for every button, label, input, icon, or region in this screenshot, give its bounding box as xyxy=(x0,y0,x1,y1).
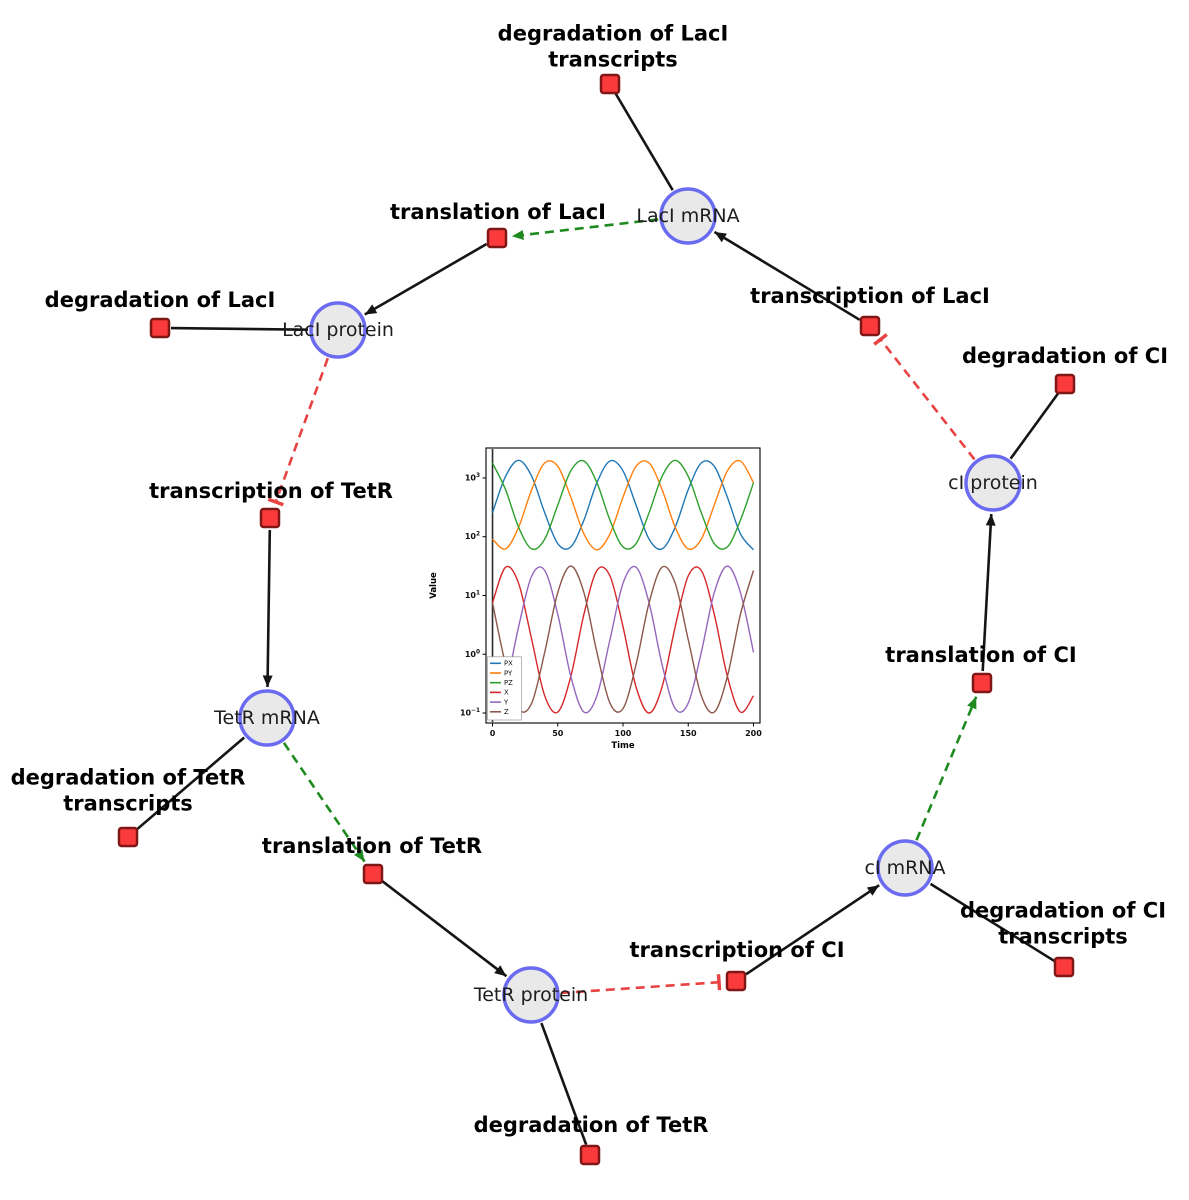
species-node-laci_protein xyxy=(309,301,367,359)
reaction-node-deg_laci_tr xyxy=(599,73,621,95)
edge-ci_protein--deg_ci xyxy=(1009,392,1060,460)
axis-ticks: 10−1 100 101 102 103 0 50 100 150 200 xyxy=(460,473,762,738)
y-tick-label: 102 xyxy=(465,532,480,542)
reaction-node-deg_tetr xyxy=(579,1144,601,1166)
legend-entry-Y: Y xyxy=(503,698,509,706)
series-PY xyxy=(492,459,755,551)
legend-entry-X: X xyxy=(504,689,509,697)
edge-laci_mrna--transl_laci xyxy=(511,218,659,240)
x-tick-label: 0 xyxy=(490,729,496,738)
reaction-node-transc_ci xyxy=(725,970,747,992)
edge-transc_laci--laci_mrna xyxy=(713,230,861,321)
edge-ci_mrna--deg_ci_tr xyxy=(929,882,1056,963)
reaction-node-deg_ci xyxy=(1054,373,1076,395)
edge-tetr_mrna--transl_tetr xyxy=(282,742,366,863)
y-tick-label: 100 xyxy=(465,649,480,659)
reaction-node-deg_laci xyxy=(149,317,171,339)
x-tick-label: 100 xyxy=(615,729,632,738)
series-PZ xyxy=(491,459,755,551)
legend-entry-PY: PY xyxy=(504,669,513,677)
x-tick-label: 50 xyxy=(552,729,564,738)
y-tick-label: 101 xyxy=(465,590,480,600)
species-node-ci_protein xyxy=(964,454,1022,512)
edge-layer xyxy=(135,92,1060,1146)
edge-transl_ci--ci_protein xyxy=(981,513,996,672)
series-Y xyxy=(491,565,755,714)
reaction-node-deg_tetr_tr xyxy=(117,826,139,848)
edge-tetr_mrna--deg_tetr_tr xyxy=(135,736,246,831)
species-node-tetr_protein xyxy=(502,966,560,1024)
x-axis-label: Time xyxy=(611,741,635,751)
species-node-tetr_mrna xyxy=(238,689,296,747)
series-X xyxy=(491,565,755,714)
x-tick-label: 150 xyxy=(680,729,697,738)
edge-ci_mrna--transl_ci xyxy=(915,696,978,841)
edge-transl_tetr--tetr_protein xyxy=(381,880,508,978)
reaction-node-deg_ci_tr xyxy=(1053,956,1075,978)
reaction-node-transl_laci xyxy=(486,227,508,249)
edge-transl_laci--laci_protein xyxy=(364,242,488,316)
edge-laci_protein--deg_laci xyxy=(170,326,309,331)
edge-tetr_protein--transc_ci xyxy=(560,974,722,995)
y-tick-label: 103 xyxy=(465,473,480,483)
edge-transc_tetr--tetr_mrna xyxy=(262,529,273,688)
y-tick-label: 10−1 xyxy=(460,708,480,718)
x-tick-label: 200 xyxy=(745,729,762,738)
edge-laci_mrna--deg_laci_tr xyxy=(614,92,674,191)
reaction-node-transc_tetr xyxy=(259,507,281,529)
edge-ci_protein--transc_laci xyxy=(873,333,976,461)
species-node-ci_mrna xyxy=(876,839,934,897)
legend-entry-PX: PX xyxy=(504,660,513,668)
species-node-laci_mrna xyxy=(659,187,717,245)
reaction-node-transc_laci xyxy=(859,315,881,337)
reaction-node-transl_ci xyxy=(971,672,993,694)
y-axis-label: Value xyxy=(429,572,439,599)
edge-transc_ci--ci_mrna xyxy=(745,884,880,976)
edge-laci_protein--transc_tetr xyxy=(267,357,330,507)
series-Z xyxy=(491,565,755,714)
edge-tetr_protein--deg_tetr xyxy=(540,1022,588,1146)
series-PX xyxy=(491,459,755,551)
reaction-node-transl_tetr xyxy=(362,863,384,885)
legend-entry-PZ: PZ xyxy=(504,679,513,687)
node-layer xyxy=(117,73,1076,1166)
legend-entry-Z: Z xyxy=(504,708,509,716)
